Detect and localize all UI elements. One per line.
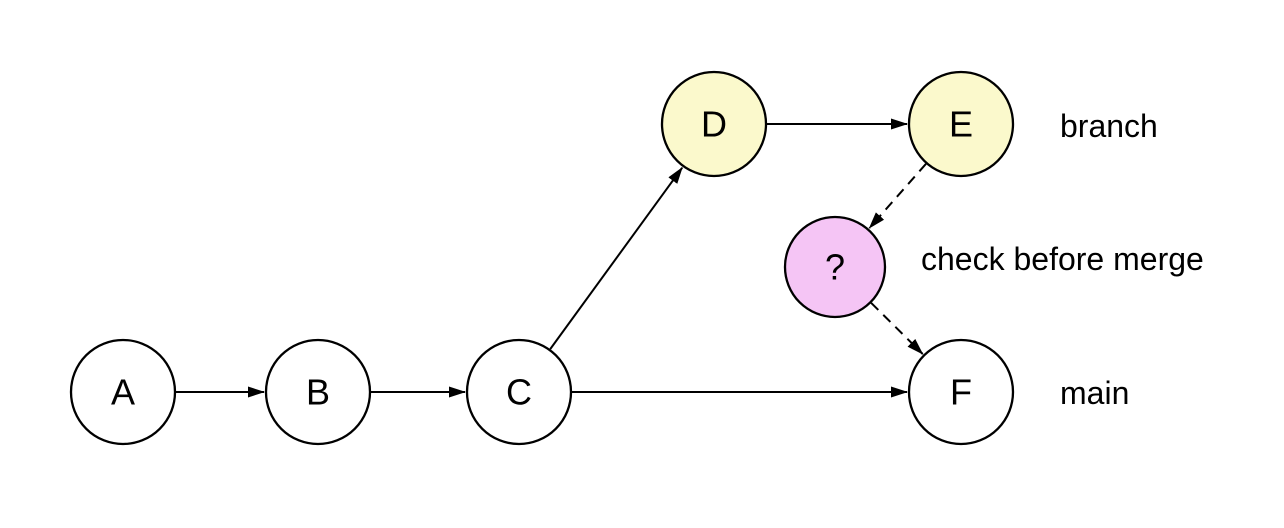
main-label: main — [1060, 375, 1129, 411]
commit-node-B: B — [264, 338, 372, 446]
edge-E-to-Q-dashed-arrow — [868, 163, 927, 229]
nodes-layer: A B C D E? F — [69, 70, 1015, 446]
edge-Q-to-F-dashed-arrow — [870, 302, 924, 355]
commit-node-Q: ? — [783, 215, 887, 319]
commit-node-circle-A — [69, 338, 177, 446]
commit-node-circle-B — [264, 338, 372, 446]
commit-node-D: D — [660, 70, 768, 178]
commit-node-circle-D — [660, 70, 768, 178]
commit-node-A: A — [69, 338, 177, 446]
commit-node-circle-F — [907, 338, 1015, 446]
commit-node-E: E — [907, 70, 1015, 178]
commit-node-label-F: F — [950, 372, 972, 413]
commit-node-label-Q: ? — [825, 247, 845, 288]
annotations-layer: branch check before merge main — [921, 108, 1204, 411]
commit-node-label-E: E — [949, 104, 973, 145]
commit-node-C: C — [465, 338, 573, 446]
commit-node-circle-C — [465, 338, 573, 446]
commit-node-label-A: A — [111, 372, 135, 413]
commit-node-circle-E — [907, 70, 1015, 178]
commit-node-label-B: B — [306, 372, 330, 413]
edge-C-to-D-arrow — [549, 166, 684, 350]
commit-node-label-C: C — [506, 372, 532, 413]
commit-node-label-D: D — [701, 104, 727, 145]
check-before-merge-label: check before merge — [921, 241, 1204, 277]
edges-layer — [176, 118, 927, 398]
branch-label: branch — [1060, 108, 1158, 144]
commit-node-F: F — [907, 338, 1015, 446]
commit-node-circle-Q — [783, 215, 887, 319]
